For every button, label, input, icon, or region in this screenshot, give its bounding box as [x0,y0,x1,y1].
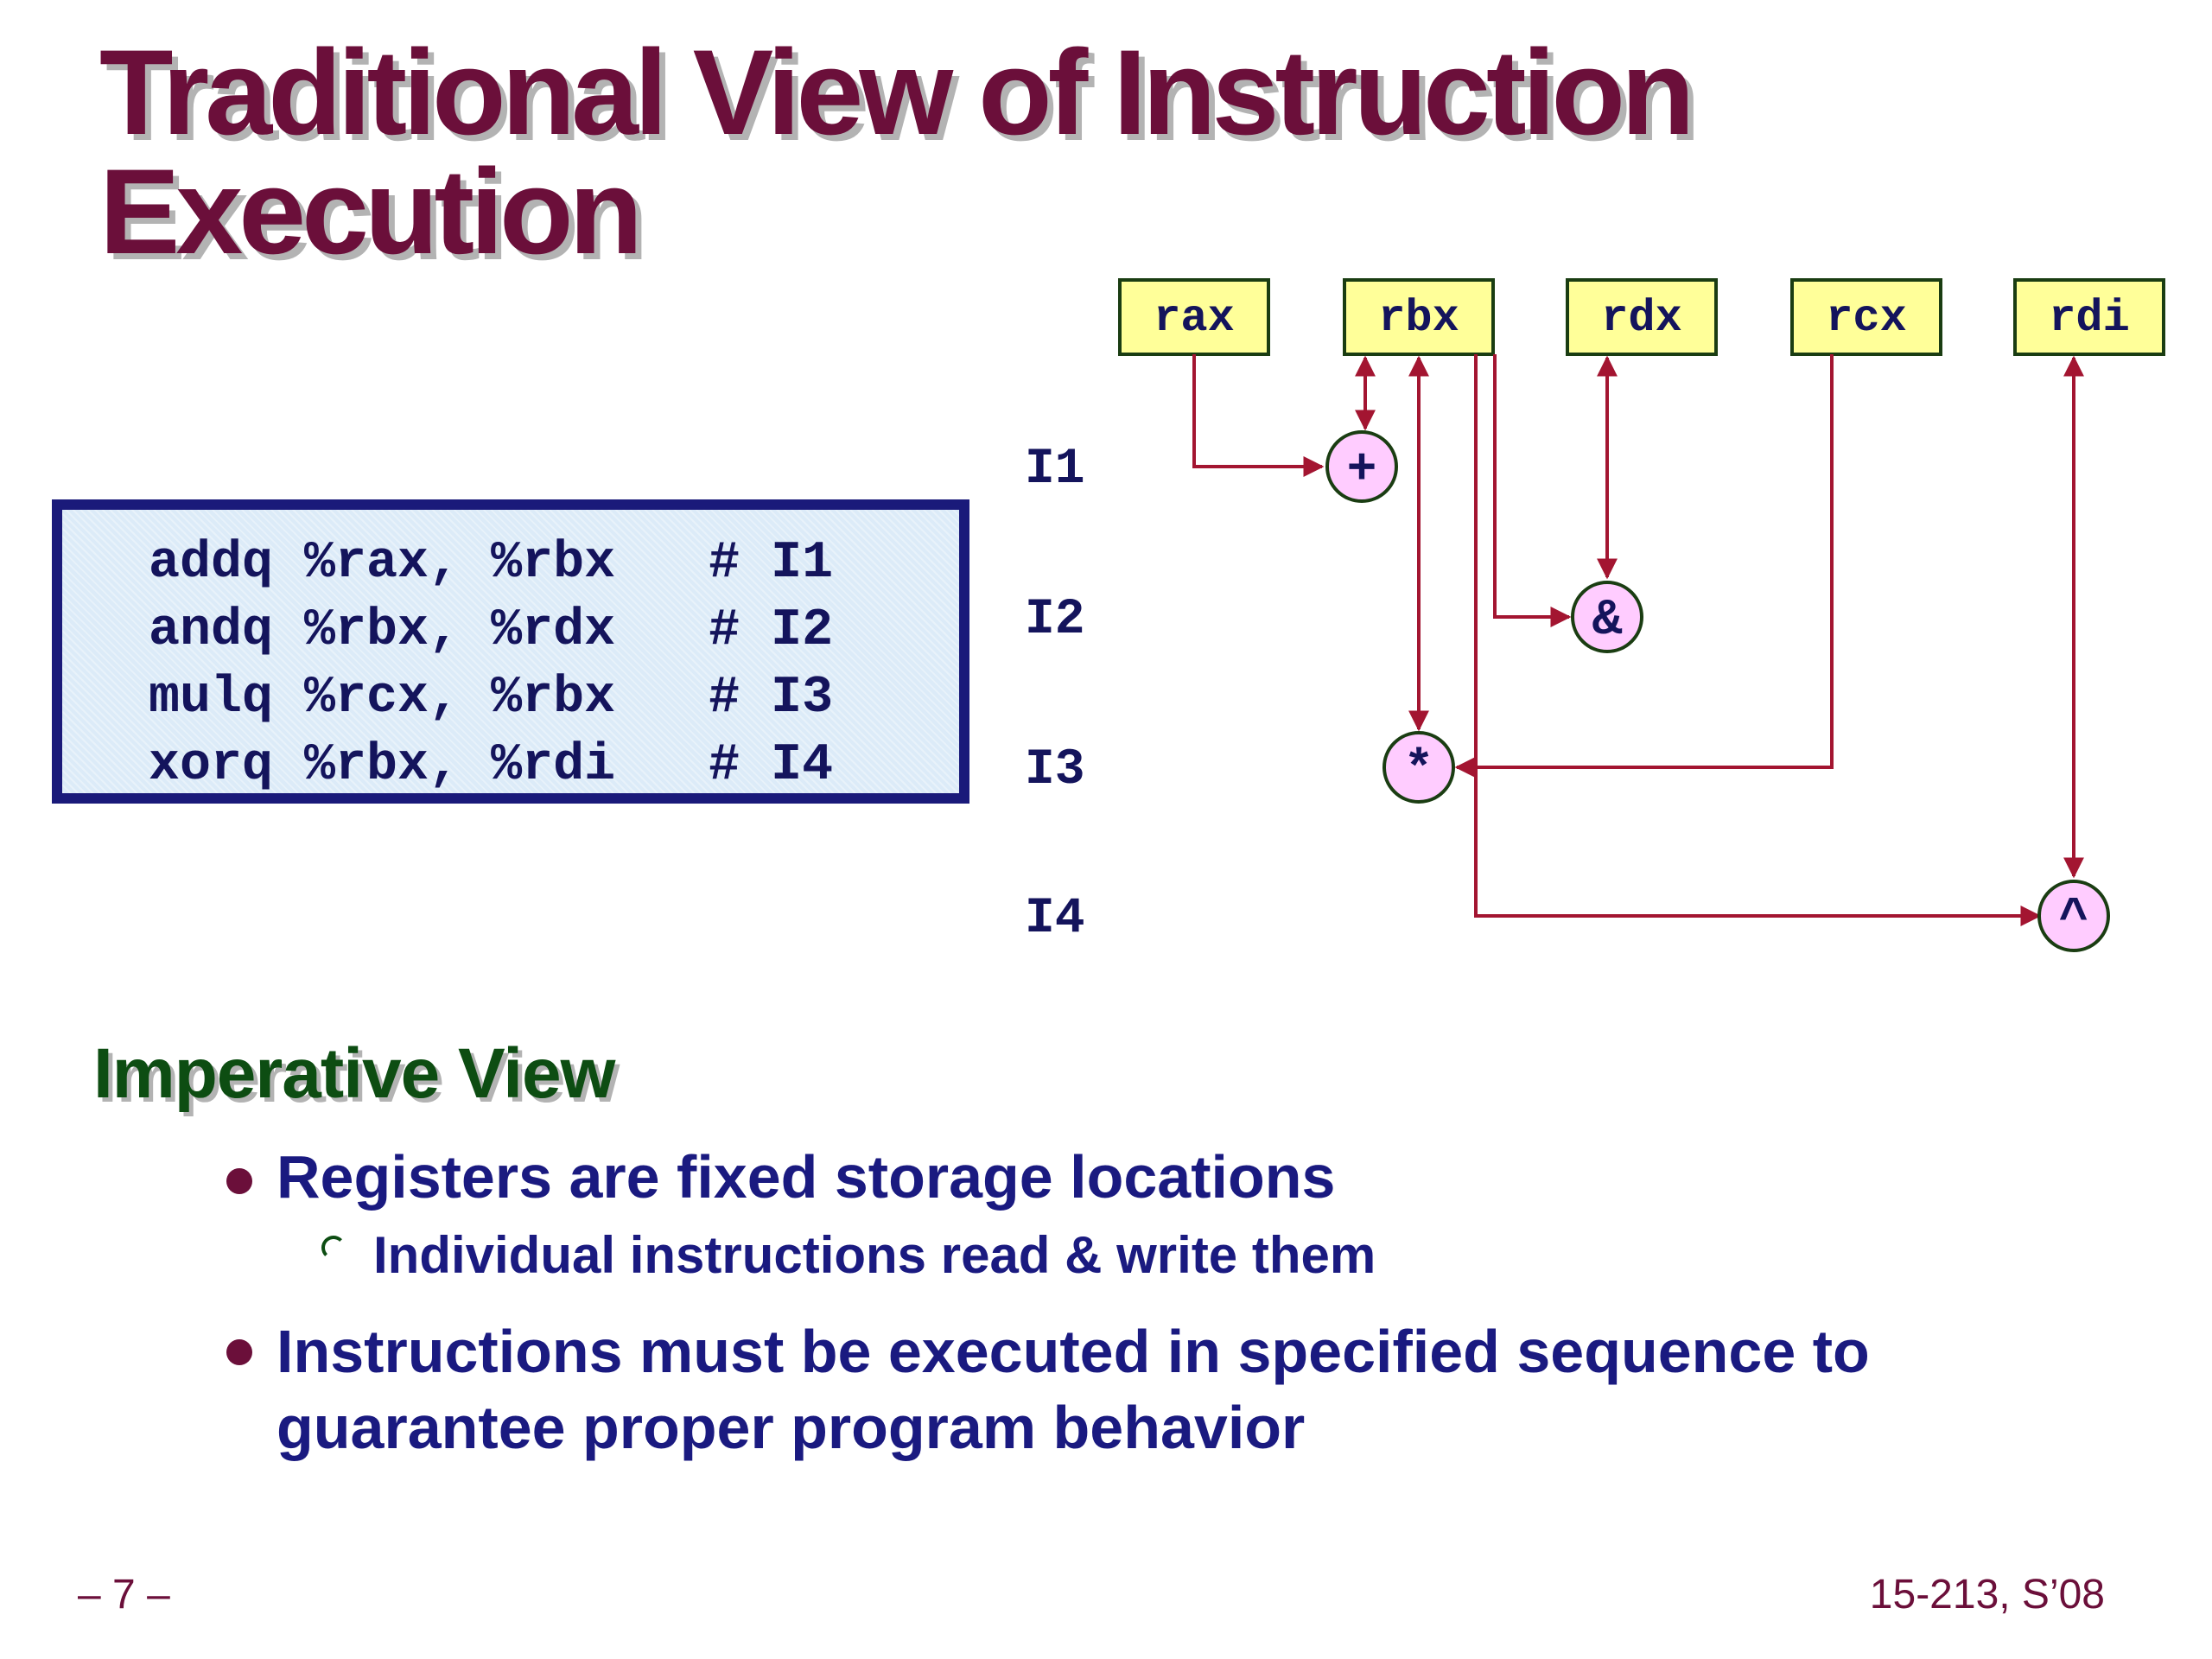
slide-title: Traditional View of Instruction Executio… [99,24,1695,279]
op-add-node: + [1325,430,1398,503]
op-xor-label: ^ [2059,892,2089,948]
course-label: 15-213, S’08 [1869,1572,2105,1618]
sub-bullet-mark [321,1236,346,1260]
arrow-rbx-to-and [1493,354,1572,627]
bullet-1: Registers are fixed storage locations [276,1143,1336,1211]
op-and-node: & [1571,581,1643,653]
slide-title-line-1: Traditional View of Instruction [99,24,1695,160]
register-rbx: rbx [1343,278,1495,356]
register-label-rdx: rdx [1601,293,1682,344]
register-rax: rax [1118,278,1270,356]
op-mul-label: * [1404,743,1434,799]
bullet-dot-2 [226,1339,252,1365]
op-mul-node: * [1382,731,1455,804]
bullet-2-line-2: guarantee proper program behavior [276,1394,1306,1461]
register-rdx: rdx [1566,278,1718,356]
op-and-label: & [1592,593,1623,649]
page-number: – 7 – [78,1572,170,1618]
sub-bullet-1: Individual instructions read & write the… [373,1226,1376,1284]
register-label-rax: rax [1154,293,1235,344]
bullet-dot-1 [226,1168,252,1194]
code-line-1: addq %rax, %rbx # I1 [149,534,834,593]
code-box: addq %rax, %rbx # I1 andq %rbx, %rdx # I… [52,499,969,804]
register-rdi: rdi [2013,278,2165,356]
arrow-rcx-to-mul [1454,354,1834,778]
op-add-label: + [1347,442,1377,499]
register-label-rcx: rcx [1826,293,1907,344]
code-line-4: xorq %rbx, %rdi # I4 [149,736,834,795]
op-xor-node: ^ [2037,880,2110,952]
register-label-rbx: rbx [1378,293,1459,344]
instruction-label-i2: I2 [1025,592,1085,648]
section-heading: Imperative View [93,1034,615,1113]
register-rcx: rcx [1790,278,1942,356]
code-line-2: andq %rbx, %rdx # I2 [149,601,834,660]
arrow-rax-to-add [1192,354,1325,477]
instruction-label-i1: I1 [1025,442,1085,498]
register-label-rdi: rdi [2049,293,2130,344]
arrow-rbx-to-xor [1474,354,2042,926]
bullet-2: Instructions must be executed in specifi… [276,1313,1870,1465]
instruction-label-i3: I3 [1025,742,1085,798]
bullet-2-line-1: Instructions must be executed in specifi… [276,1318,1870,1385]
instruction-label-i4: I4 [1025,891,1085,947]
code-box-inner: addq %rax, %rbx # I1 andq %rbx, %rdx # I… [60,508,961,795]
slide-title-line-2: Execution [99,143,643,279]
code-line-3: mulq %rcx, %rbx # I3 [149,669,834,728]
